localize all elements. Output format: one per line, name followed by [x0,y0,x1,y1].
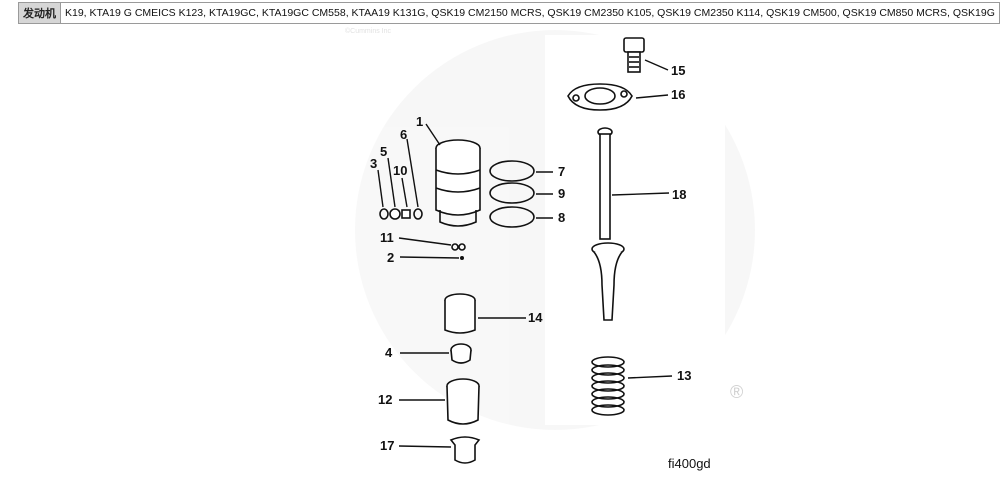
small-parts-cluster [379,208,423,220]
part-2-ball [460,256,464,260]
callout-15: 15 [671,63,685,78]
callout-labels: 15 16 18 7 9 8 1 6 5 3 10 11 2 14 4 13 1… [370,63,691,453]
callout-18: 18 [672,187,686,202]
callout-5: 5 [380,144,387,159]
cummins-watermark: ©Cummins Inc [345,27,755,430]
leader-lines [377,59,673,448]
callout-17: 17 [380,438,394,453]
engine-info-row: 发动机 K19, KTA19 G CMEICS K123, KTA19GC, K… [18,2,1000,24]
part-18-push-rod [597,127,613,240]
engine-label: 发动机 [18,2,61,24]
callout-14: 14 [528,310,543,325]
copyright-watermark: ©Cummins Inc [345,27,391,35]
callout-8: 8 [558,210,565,225]
callout-6: 6 [400,127,407,142]
part-4-retainer [450,343,472,364]
part-8-o-ring [489,206,535,228]
part-15-bolt [623,37,645,73]
engine-models: K19, KTA19 G CMEICS K123, KTA19GC, KTA19… [60,2,1000,24]
figure-id: fi400gd [668,456,711,471]
callout-7: 7 [558,164,565,179]
part-1-barrel [435,139,481,227]
callout-3: 3 [370,156,377,171]
part-17-nut [449,436,481,464]
part-14-cup [444,293,476,334]
part-9-o-ring [489,182,535,204]
part-13-spring [591,356,625,416]
callout-12: 12 [378,392,392,407]
callout-4: 4 [385,345,393,360]
part-12-sleeve [446,378,480,425]
callout-1: 1 [416,114,423,129]
part-plunger [591,242,625,321]
callout-16: 16 [671,87,685,102]
part-16-flange [567,83,633,111]
callout-11: 11 [380,230,394,245]
callout-9: 9 [558,186,565,201]
callout-2: 2 [387,250,394,265]
callout-13: 13 [677,368,691,383]
engine-info-table: 发动机 K19, KTA19 G CMEICS K123, KTA19GC, K… [18,2,1000,24]
callout-10: 10 [393,163,407,178]
registered-mark: ® [730,382,743,402]
exploded-parts-diagram: ©Cummins Inc ® [345,27,755,471]
part-7-o-ring [489,160,535,182]
part-11-check-balls [451,243,466,251]
